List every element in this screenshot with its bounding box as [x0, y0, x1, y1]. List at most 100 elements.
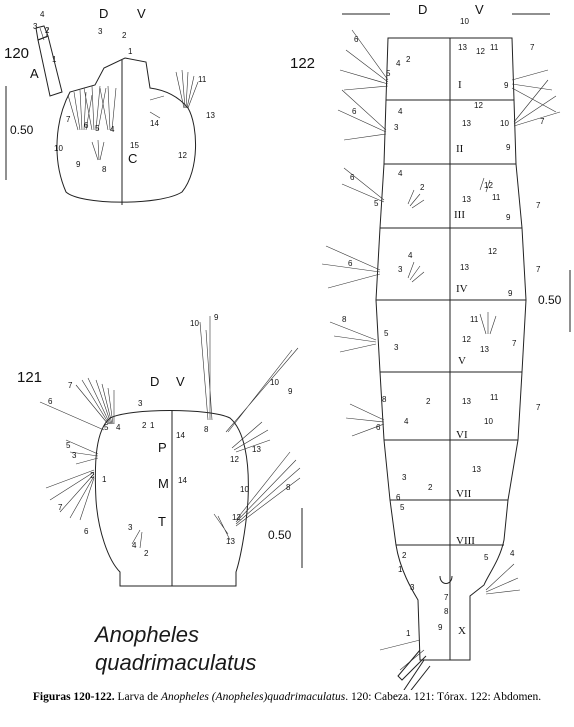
segment-labels: I II III IV V VI VII VIII X: [454, 79, 475, 637]
svg-text:4: 4: [396, 59, 401, 68]
svg-text:12: 12: [476, 47, 485, 56]
svg-text:4: 4: [408, 251, 413, 260]
svg-text:11: 11: [198, 75, 207, 84]
anal-papilla-lower: [403, 659, 431, 690]
fig121-ventral-label: V: [176, 374, 185, 389]
svg-text:5: 5: [400, 503, 405, 512]
svg-text:1: 1: [406, 629, 411, 638]
svg-text:14: 14: [150, 119, 159, 128]
svg-text:7: 7: [512, 339, 517, 348]
segment-label-2: II: [456, 143, 464, 155]
svg-text:3: 3: [138, 399, 143, 408]
svg-text:8: 8: [444, 607, 449, 616]
segment-label-10: X: [458, 625, 466, 637]
svg-text:3: 3: [410, 583, 415, 592]
svg-text:4: 4: [132, 541, 137, 550]
svg-text:12: 12: [474, 101, 483, 110]
svg-text:13: 13: [458, 43, 467, 52]
svg-text:5: 5: [104, 423, 109, 432]
svg-text:12: 12: [230, 455, 239, 464]
svg-text:10: 10: [500, 119, 509, 128]
svg-text:12: 12: [462, 335, 471, 344]
svg-text:10: 10: [460, 17, 469, 26]
antenna-tip: [35, 25, 49, 41]
svg-text:3: 3: [398, 265, 403, 274]
svg-text:3: 3: [128, 523, 133, 532]
svg-text:7: 7: [536, 201, 541, 210]
fig120-antenna-label: A: [30, 66, 39, 81]
svg-text:6: 6: [352, 107, 357, 116]
svg-text:11: 11: [492, 193, 501, 202]
svg-text:6: 6: [348, 259, 353, 268]
head-setae: [39, 27, 199, 161]
svg-text:7: 7: [536, 265, 541, 274]
fig120-cranium-label: C: [128, 151, 137, 166]
svg-text:5: 5: [95, 124, 100, 133]
abdomen-outline: [375, 37, 527, 661]
svg-text:4: 4: [110, 125, 115, 134]
svg-text:7: 7: [530, 43, 535, 52]
fig121-dorsal-label: D: [150, 374, 159, 389]
svg-text:5: 5: [384, 329, 389, 338]
svg-text:2: 2: [420, 183, 425, 192]
svg-text:3: 3: [394, 343, 399, 352]
svg-text:2: 2: [45, 26, 50, 35]
svg-text:1: 1: [150, 421, 155, 430]
svg-text:6: 6: [84, 527, 89, 536]
svg-text:6: 6: [396, 493, 401, 502]
svg-text:7: 7: [66, 115, 71, 124]
svg-text:2: 2: [122, 31, 127, 40]
svg-text:3: 3: [402, 473, 407, 482]
svg-text:3: 3: [98, 27, 103, 36]
svg-text:4: 4: [398, 169, 403, 178]
species-genus: Anopheles: [93, 622, 199, 647]
svg-text:12: 12: [178, 151, 187, 160]
thorax-setae: [39, 316, 301, 549]
svg-text:9: 9: [506, 143, 511, 152]
svg-text:2: 2: [428, 483, 433, 492]
segment-label-1: I: [458, 79, 462, 91]
fig120-number: 120: [4, 45, 29, 62]
svg-text:10: 10: [190, 319, 199, 328]
segment-label-7: VII: [456, 488, 472, 500]
fig120-scale-label: 0.50: [10, 123, 34, 137]
fig120-dorsal-label: D: [99, 6, 108, 21]
caption-text-1: Larva de: [114, 691, 161, 703]
svg-text:13: 13: [206, 111, 215, 120]
segment-label-3: III: [454, 209, 465, 221]
svg-text:13: 13: [460, 263, 469, 272]
svg-text:15: 15: [130, 141, 139, 150]
species-epithet: quadrimaculatus: [95, 650, 256, 675]
svg-text:9: 9: [214, 313, 219, 322]
antenna-outline: [37, 35, 63, 97]
svg-text:7: 7: [68, 381, 73, 390]
fig122-scale-label: 0.50: [538, 293, 562, 307]
metathorax-label: T: [158, 514, 166, 529]
fig121-scale-label: 0.50: [268, 528, 292, 542]
fig121-number: 121: [17, 369, 42, 386]
thorax-outline: [94, 410, 249, 587]
head-capsule-outline: [56, 57, 196, 203]
segment-label-8: VIII: [456, 535, 475, 547]
svg-text:14: 14: [178, 476, 187, 485]
svg-text:5: 5: [386, 69, 391, 78]
svg-text:9: 9: [288, 387, 293, 396]
svg-text:4: 4: [404, 417, 409, 426]
svg-text:11: 11: [470, 315, 479, 324]
svg-text:1: 1: [128, 47, 133, 56]
segment-boundaries: [376, 99, 526, 546]
anal-papilla-upper: [397, 649, 427, 681]
svg-text:12: 12: [232, 513, 241, 522]
svg-text:5: 5: [66, 441, 71, 450]
svg-text:8: 8: [342, 315, 347, 324]
saddle-hook: [439, 575, 453, 584]
fig120-ventral-label: V: [137, 6, 146, 21]
fig122-abdomen: 122 D V I II III IV V VI VII VIII X: [290, 2, 571, 690]
svg-text:4: 4: [510, 549, 515, 558]
svg-text:4: 4: [40, 10, 45, 19]
